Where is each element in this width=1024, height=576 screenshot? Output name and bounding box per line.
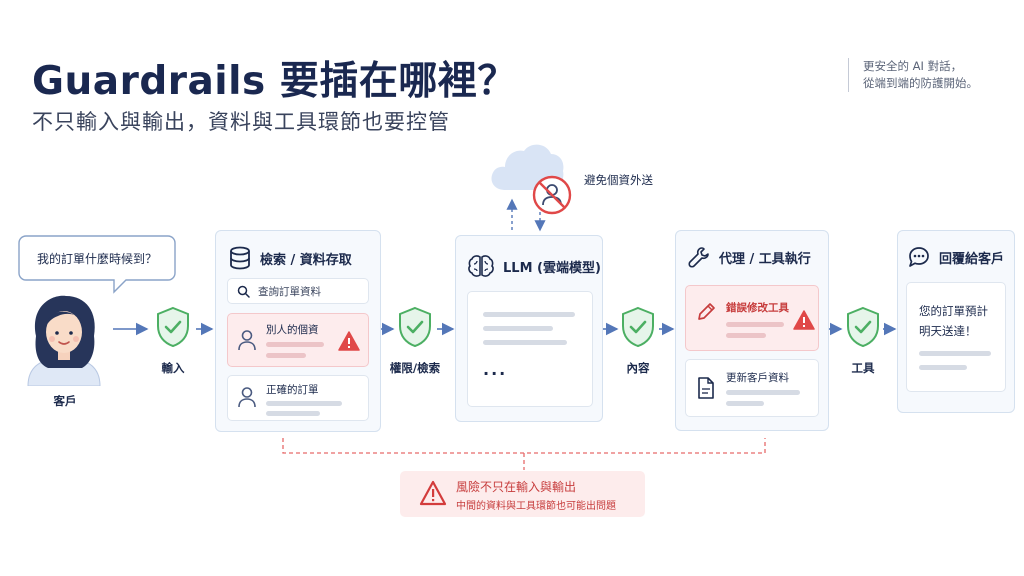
retrieval-card-header: 檢索 / 資料存取: [229, 246, 352, 270]
retrieval-card: 檢索 / 資料存取 查詢訂單資料 別人的個資 正確的訂單: [215, 230, 381, 432]
agent-card-title: 代理 / 工具執行: [719, 251, 811, 267]
shield-check-icon: [399, 306, 431, 348]
side-note: 更安全的 AI 對話， 從端到端的防護開始。: [848, 58, 1008, 92]
no-user-data-icon: [532, 175, 572, 215]
permission-guard: [397, 306, 433, 352]
retrieval-wrong-label: 別人的個資: [266, 324, 319, 336]
warning-icon: [793, 310, 815, 330]
user-icon: [238, 330, 256, 351]
retrieval-search-placeholder: 查詢訂單資料: [258, 285, 321, 298]
side-note-line-1: 更安全的 AI 對話，: [863, 59, 963, 73]
llm-card-title: LLM (雲端模型): [503, 260, 601, 276]
page-title: Guardrails 要插在哪裡？: [32, 59, 517, 104]
customer-question: 我的訂單什麼時候到？: [36, 252, 157, 266]
speech-bubble-shape: [18, 235, 176, 294]
retrieval-correct-result: 正確的訂單: [227, 375, 369, 421]
shield-check-icon: [847, 306, 879, 348]
reply-card-header: 回覆給客戶: [908, 246, 1004, 268]
shield-check-icon: [622, 306, 654, 348]
risk-line-1: 風險不只在輸入與輸出: [456, 480, 577, 494]
permission-guard-label: 權限/檢索: [389, 361, 441, 375]
tool-guard-label: 工具: [851, 361, 875, 375]
risk-line-2: 中間的資料與工具環節也可能出問題: [456, 501, 616, 512]
pencil-icon: [698, 303, 715, 320]
warning-icon: [338, 331, 360, 351]
customer-label: 客戶: [53, 394, 77, 408]
agent-card-header: 代理 / 工具執行: [688, 246, 811, 268]
agent-wrong-tool-label: 錯誤修改工具: [726, 302, 789, 314]
reply-message-box: 您的訂單預計 明天送達！: [906, 282, 1006, 392]
llm-card: LLM (雲端模型) ...: [455, 235, 603, 422]
search-icon: [237, 285, 250, 298]
wrench-icon: [688, 247, 709, 268]
llm-card-header: LLM (雲端模型): [468, 254, 601, 278]
content-guard-label: 內容: [626, 361, 650, 375]
retrieval-correct-label: 正確的訂單: [266, 384, 319, 396]
llm-response-box: ...: [467, 291, 593, 407]
agent-wrong-tool: 錯誤修改工具: [685, 285, 819, 351]
llm-ellipsis: ...: [483, 360, 508, 379]
reply-card: 回覆給客戶 您的訂單預計 明天送達！: [897, 230, 1015, 413]
reply-message-line-1: 您的訂單預計: [919, 304, 988, 318]
warning-outline-icon: [419, 480, 447, 506]
risk-bracket: [282, 438, 766, 454]
brain-icon: [468, 255, 494, 277]
input-guard: [155, 306, 191, 352]
reply-message-line-2: 明天送達！: [919, 324, 977, 338]
customer-speech-bubble: 我的訂單什麼時候到？: [18, 235, 176, 294]
agent-card: 代理 / 工具執行 錯誤修改工具 更新客戶資料: [675, 230, 829, 431]
cloud-note: 避免個資外送: [584, 173, 653, 187]
agent-correct-tool: 更新客戶資料: [685, 359, 819, 417]
page-subtitle: 不只輸入與輸出，資料與工具環節也要控管: [32, 110, 450, 134]
retrieval-search-field[interactable]: 查詢訂單資料: [227, 278, 369, 304]
chat-bubble-icon: [909, 247, 929, 267]
risk-warning-box: 風險不只在輸入與輸出 中間的資料與工具環節也可能出問題: [400, 471, 645, 517]
agent-correct-tool-label: 更新客戶資料: [726, 372, 789, 384]
retrieval-card-title: 檢索 / 資料存取: [260, 252, 352, 268]
customer-avatar: [27, 295, 101, 386]
document-icon: [698, 377, 714, 399]
input-guard-label: 輸入: [161, 361, 185, 375]
retrieval-wrong-result: 別人的個資: [227, 313, 369, 367]
shield-check-icon: [157, 306, 189, 348]
content-guard: [620, 306, 656, 352]
reply-message: 您的訂單預計 明天送達！: [919, 301, 988, 341]
tool-guard: [845, 306, 881, 352]
database-icon: [230, 246, 250, 270]
reply-card-title: 回覆給客戶: [939, 251, 1005, 267]
side-note-line-2: 從端到端的防護開始。: [863, 76, 978, 90]
user-icon: [238, 387, 256, 408]
